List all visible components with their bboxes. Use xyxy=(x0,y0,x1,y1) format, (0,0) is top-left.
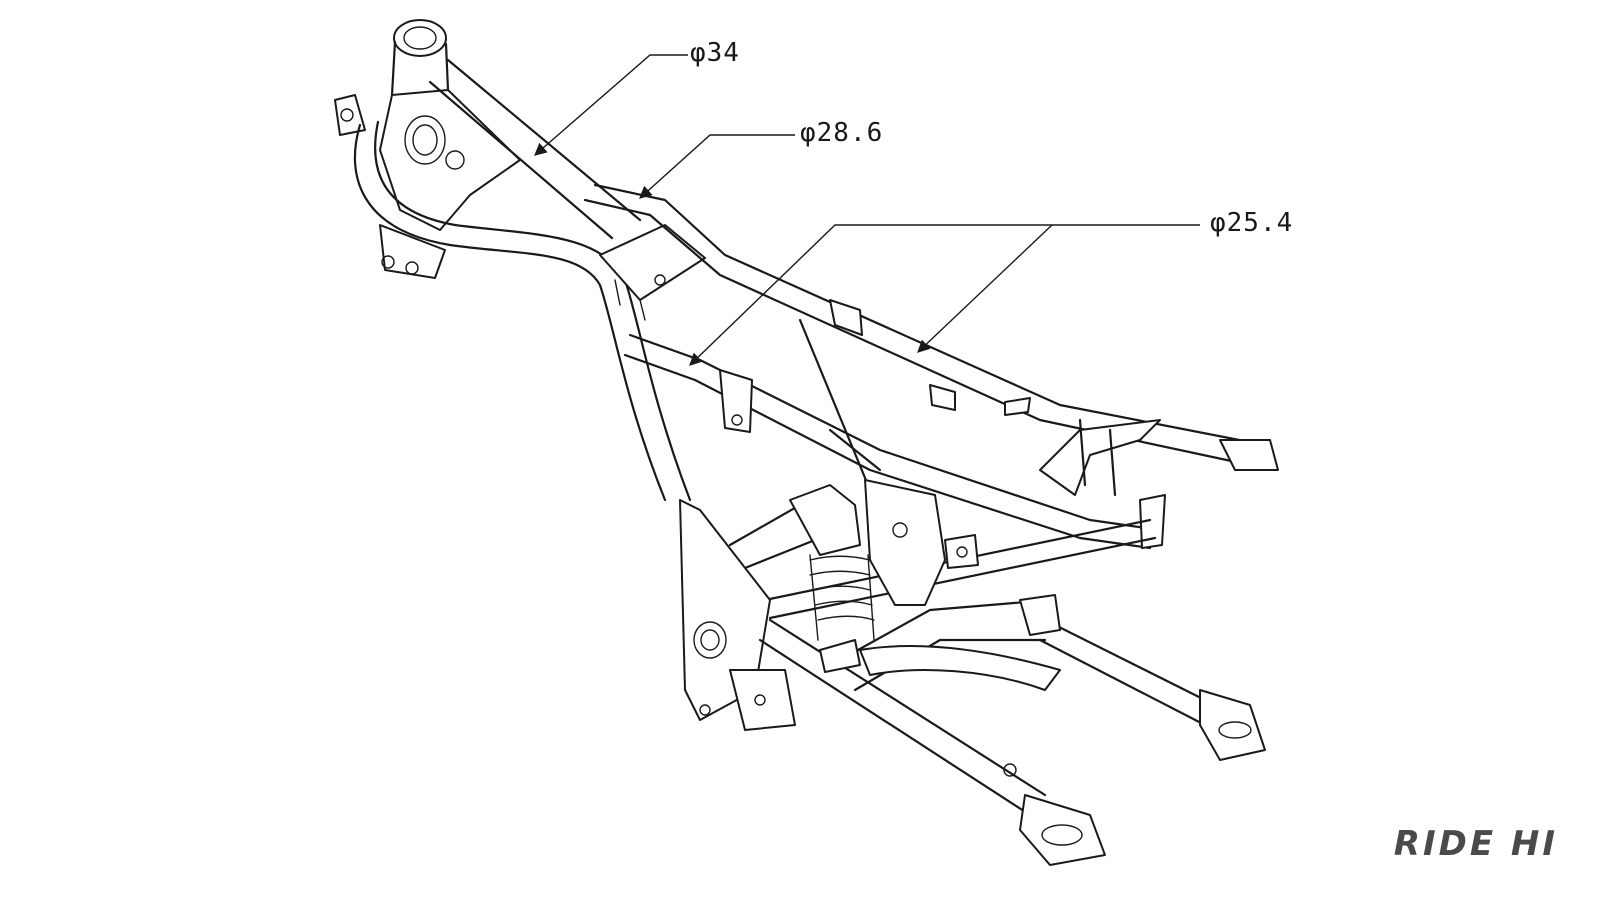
dimension-label-25-4: φ25.4 xyxy=(1210,208,1294,238)
head-gusset-plate xyxy=(379,89,521,231)
seat-rail-brackets xyxy=(719,299,1279,549)
down-tube xyxy=(353,120,692,502)
head-cross-member xyxy=(599,224,706,321)
engine-mount-plate xyxy=(864,479,979,606)
rear-shock-absorber xyxy=(789,484,875,641)
brand-logo: RIDE HI xyxy=(1393,824,1558,864)
swingarm-pivot-plate xyxy=(679,499,796,731)
steering-head xyxy=(390,19,450,97)
upper-frame-rail xyxy=(583,183,1267,467)
dimension-label-34: φ34 xyxy=(690,38,740,68)
main-backbone-tube xyxy=(428,58,642,240)
front-engine-mount xyxy=(334,94,446,279)
swingarm xyxy=(758,594,1266,866)
seat-rail xyxy=(623,333,1162,550)
dimension-label-28-6: φ28.6 xyxy=(800,118,884,148)
dimension-leaders xyxy=(534,54,1200,366)
rear-cross-brace xyxy=(798,318,1161,497)
